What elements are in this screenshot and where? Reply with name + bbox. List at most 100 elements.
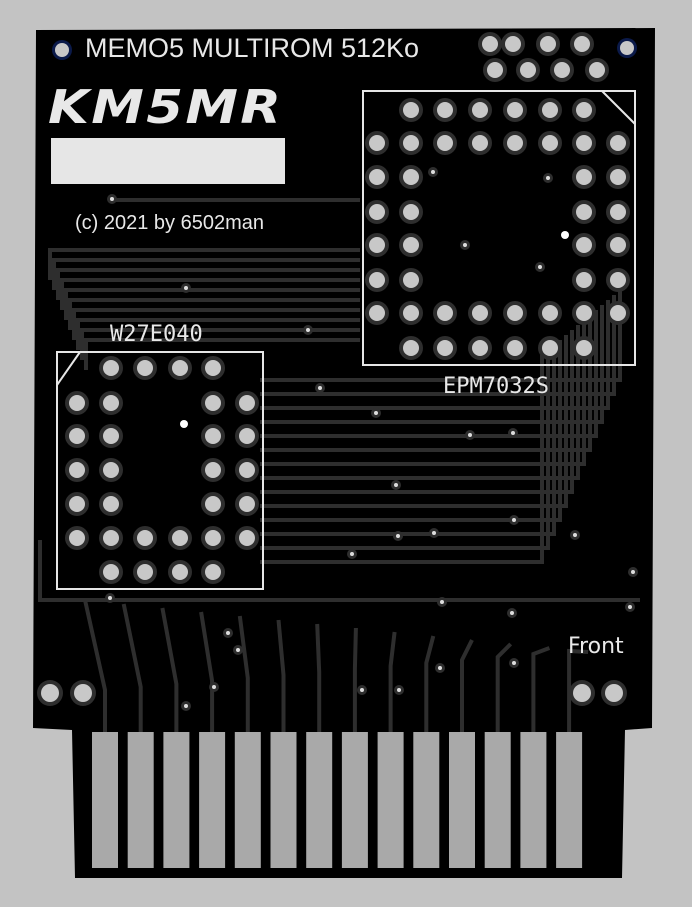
via: [318, 386, 322, 390]
edge-finger: [234, 732, 261, 868]
pad: [205, 360, 221, 376]
pad: [69, 462, 85, 478]
pad: [437, 305, 453, 321]
pad: [205, 564, 221, 580]
pad: [505, 36, 521, 52]
pad: [239, 395, 255, 411]
via: [184, 704, 188, 708]
via: [397, 688, 401, 692]
pad: [69, 395, 85, 411]
trace: [84, 338, 360, 370]
pad: [41, 684, 59, 702]
trace: [237, 615, 250, 735]
via: [573, 533, 577, 537]
via: [463, 243, 467, 247]
chip-label-left: W27E040: [110, 322, 203, 347]
via: [306, 328, 310, 332]
pad: [205, 395, 221, 411]
edge-finger: [377, 732, 404, 868]
trace: [260, 295, 616, 396]
pad: [472, 305, 488, 321]
via: [628, 605, 632, 609]
trace: [567, 648, 589, 735]
pad: [205, 496, 221, 512]
pad: [103, 496, 119, 512]
trace: [388, 631, 397, 735]
via: [431, 170, 435, 174]
pad: [403, 135, 419, 151]
trace: [68, 298, 360, 330]
pad: [576, 305, 592, 321]
mount-hole-center: [55, 43, 69, 57]
pad: [103, 530, 119, 546]
pad: [576, 340, 592, 356]
trace: [64, 288, 360, 320]
pad: [239, 530, 255, 546]
via: [510, 611, 514, 615]
edge-connector: [92, 732, 583, 868]
trace: [260, 330, 574, 494]
pad: [576, 272, 592, 288]
pad: [542, 102, 558, 118]
front-label: Front: [568, 634, 624, 659]
pad: [542, 135, 558, 151]
pad: [369, 237, 385, 253]
pad: [605, 684, 623, 702]
via: [350, 552, 354, 556]
via: [396, 534, 400, 538]
trace: [60, 278, 360, 310]
pad: [542, 305, 558, 321]
via: [226, 631, 230, 635]
pad: [507, 305, 523, 321]
pad: [137, 360, 153, 376]
pad: [369, 272, 385, 288]
edge-finger: [163, 732, 190, 868]
trace: [260, 355, 544, 564]
edge-finger: [520, 732, 547, 868]
trace: [260, 350, 550, 550]
pad: [472, 135, 488, 151]
pad: [437, 340, 453, 356]
via: [394, 483, 398, 487]
chip-outline-w27e040: [56, 351, 264, 590]
trace: [199, 611, 215, 735]
trace: [460, 639, 474, 735]
pad: [403, 340, 419, 356]
via: [374, 411, 378, 415]
pin1-marker-right: [601, 90, 636, 125]
trace: [352, 627, 358, 735]
pad: [542, 340, 558, 356]
trace: [495, 642, 513, 735]
pad: [369, 169, 385, 185]
pad: [69, 428, 85, 444]
trace: [160, 607, 179, 735]
pad: [576, 237, 592, 253]
pad: [507, 102, 523, 118]
board-title: MEMO5 MULTIROM 512Ko: [85, 33, 420, 63]
trace: [260, 325, 580, 480]
trace: [76, 318, 360, 350]
pin1-dot: [180, 420, 188, 428]
via: [631, 570, 635, 574]
label-blank-area: [51, 138, 285, 184]
edge-finger: [127, 732, 154, 868]
pad: [403, 204, 419, 220]
pad: [540, 36, 556, 52]
pad: [239, 462, 255, 478]
via: [438, 666, 442, 670]
chip-outline-epm7032s: [362, 90, 636, 366]
trace: [48, 248, 360, 280]
via: [468, 433, 472, 437]
via: [360, 688, 364, 692]
edge-finger: [92, 732, 118, 868]
pad: [205, 462, 221, 478]
trace: [424, 635, 436, 735]
pad: [205, 530, 221, 546]
pad: [487, 62, 503, 78]
edge-finger: [449, 732, 475, 868]
pad: [610, 169, 626, 185]
pad: [574, 36, 590, 52]
trace: [260, 315, 592, 452]
pad: [576, 204, 592, 220]
